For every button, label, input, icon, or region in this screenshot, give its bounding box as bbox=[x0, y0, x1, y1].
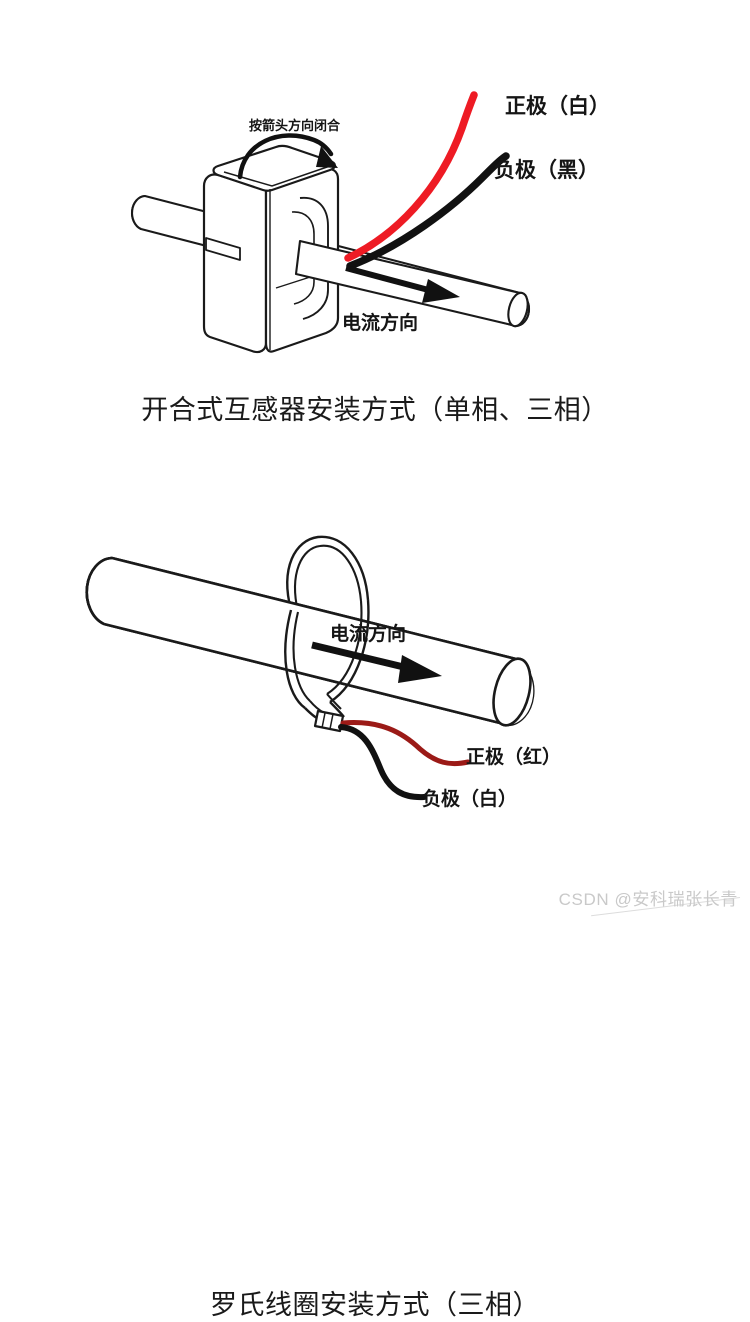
current-direction-arrow bbox=[311, 641, 442, 683]
close-direction-label: 按箭头方向闭合 bbox=[249, 118, 341, 134]
secondary-wires bbox=[344, 91, 510, 270]
negative-wire-black bbox=[346, 152, 510, 270]
split-core-ct-illustration: 按箭头方向闭合 正极（白） 负极（黑） 电流方向 bbox=[130, 91, 610, 354]
figure-rogowski-coil: 电流方向 正极（红） 负极（白） 罗氏线圈安装方式（三相） bbox=[0, 440, 750, 1320]
figure-2-caption: 罗氏线圈安装方式（三相） bbox=[210, 1290, 540, 1320]
positive-terminal-label: 正极（白） bbox=[505, 94, 610, 118]
close-direction-arrow bbox=[237, 133, 338, 180]
busbar-front-surface bbox=[85, 556, 534, 727]
current-direction-label: 电流方向 bbox=[330, 622, 406, 645]
positive-terminal-label: 正极（红） bbox=[466, 745, 561, 768]
positive-lead-red bbox=[340, 720, 471, 767]
coil-clasp-connector bbox=[313, 709, 345, 733]
positive-wire-white bbox=[344, 91, 478, 262]
figure-split-core-ct: 按箭头方向闭合 正极（白） 负极（黑） 电流方向 开合式互感器安装方式（单相、三… bbox=[0, 0, 750, 440]
csdn-watermark: CSDN @安科瑞张长青 bbox=[558, 890, 738, 909]
coil-output-leads bbox=[338, 720, 471, 801]
current-direction-label: 电流方向 bbox=[342, 311, 418, 334]
figure-1-caption: 开合式互感器安装方式（单相、三相） bbox=[141, 395, 609, 425]
rogowski-coil-illustration: 电流方向 正极（红） 负极（白） bbox=[85, 535, 561, 810]
ct-housing bbox=[202, 144, 340, 354]
negative-terminal-label: 负极（白） bbox=[422, 787, 517, 810]
negative-terminal-label: 负极（黑） bbox=[494, 158, 599, 182]
negative-lead-white bbox=[338, 724, 427, 801]
current-direction-arrow bbox=[345, 265, 460, 303]
coil-loop-back bbox=[286, 535, 370, 613]
